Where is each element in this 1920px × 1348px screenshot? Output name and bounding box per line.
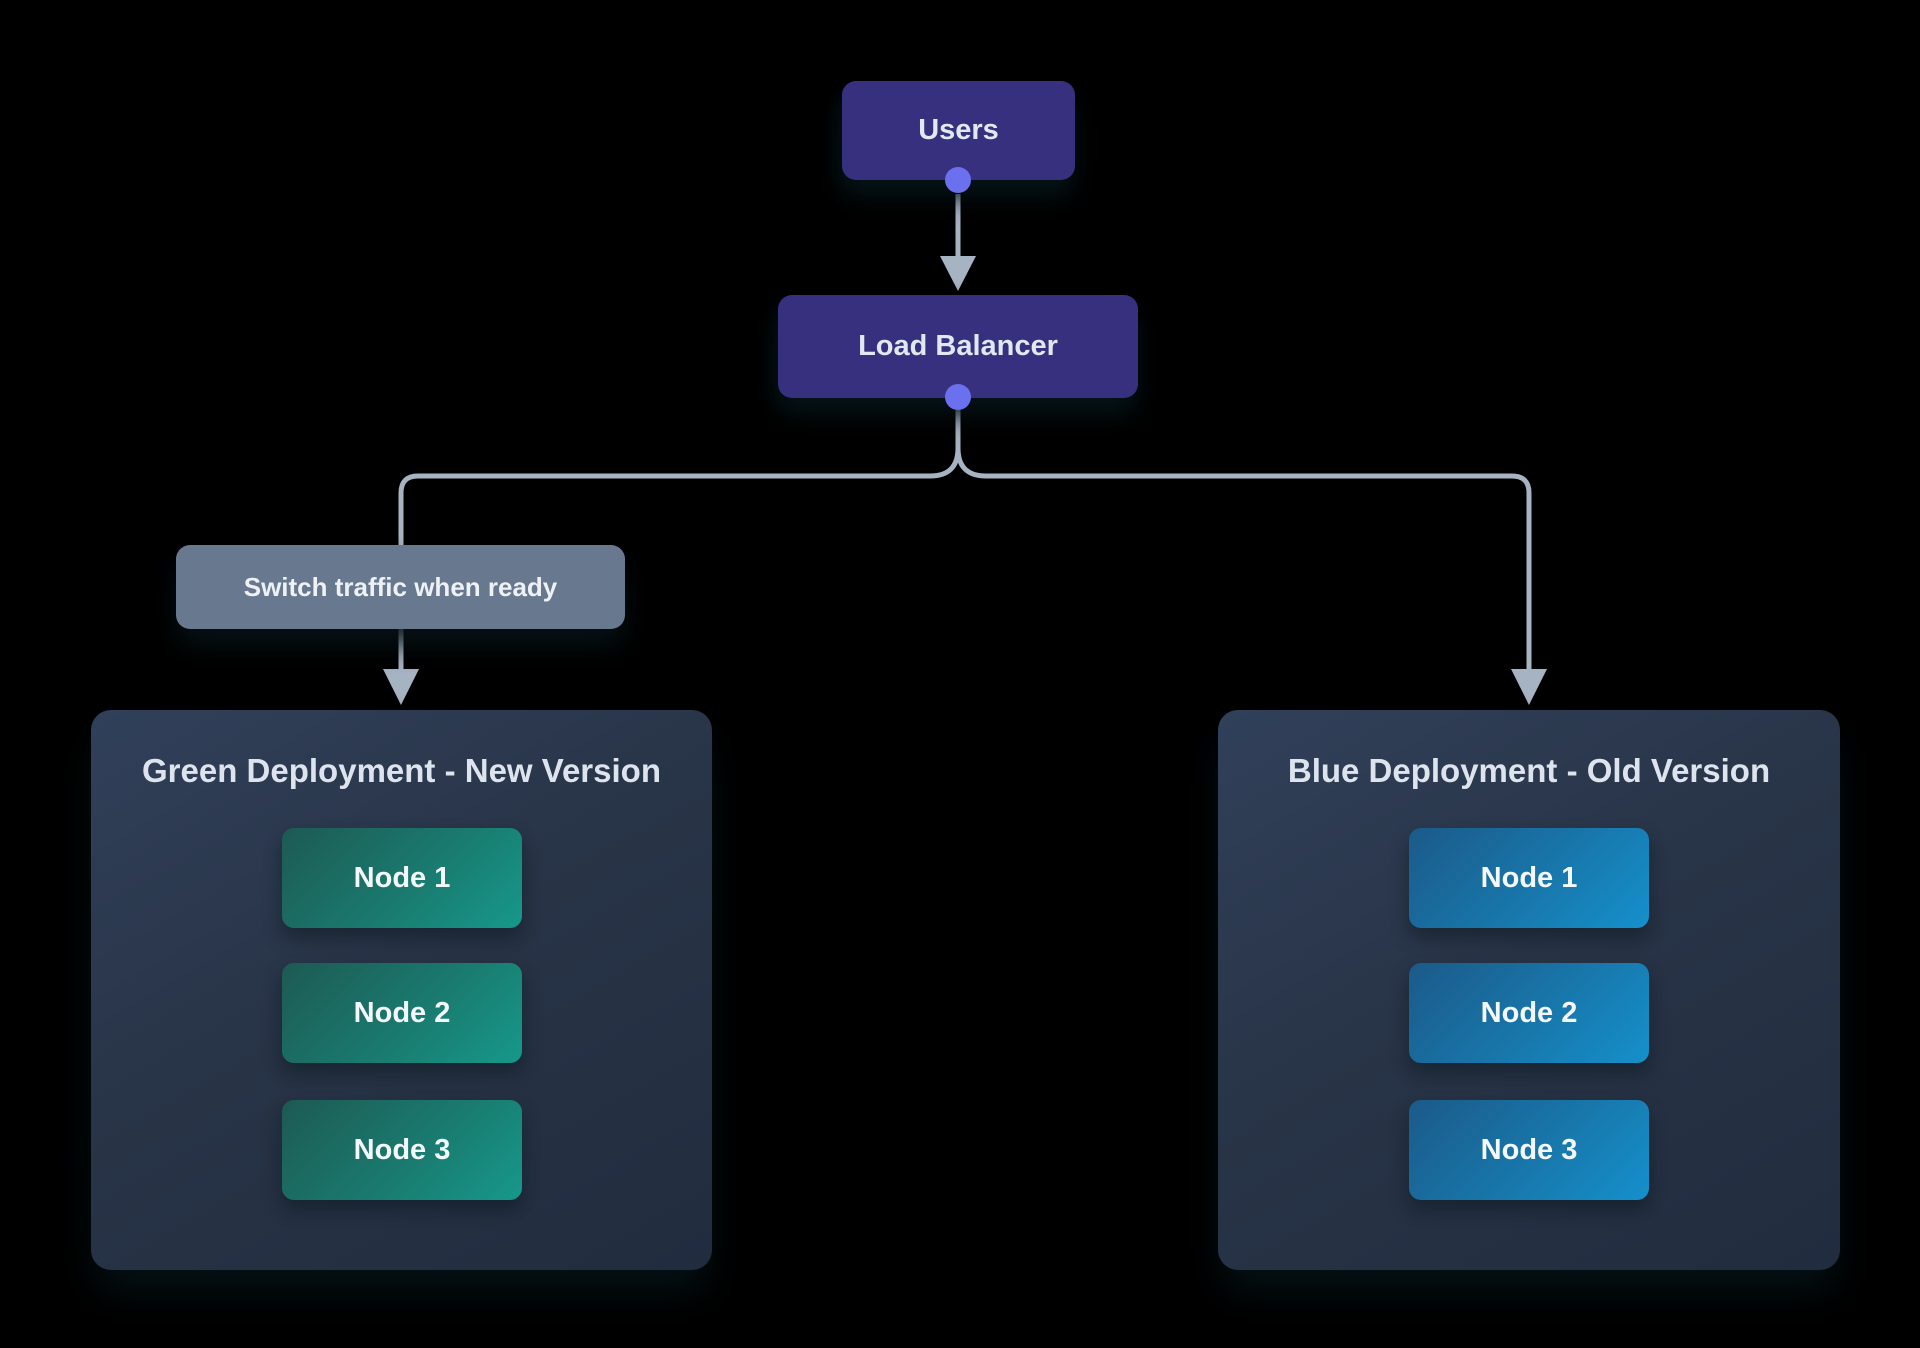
blue-node-1-label: Node 1	[1480, 861, 1578, 894]
users-node: Users	[842, 81, 1075, 180]
arrowhead-green-deployment	[383, 669, 419, 705]
load-balancer-connector-dot	[945, 384, 971, 410]
blue-node-2-label: Node 2	[1480, 996, 1578, 1029]
blue-node-3-label: Node 3	[1480, 1133, 1578, 1166]
arrowhead-loadbalancer	[940, 256, 976, 291]
blue-node-3: Node 3	[1409, 1100, 1649, 1200]
green-node-1: Node 1	[282, 828, 522, 928]
green-node-2-label: Node 2	[353, 996, 451, 1029]
edge-loadbalancer-to-green	[398, 410, 961, 671]
blue-deployment-container: Blue Deployment - Old Version Node 1 Nod…	[1218, 710, 1840, 1270]
green-node-3: Node 3	[282, 1100, 522, 1200]
users-label: Users	[918, 114, 999, 146]
switch-traffic-note: Switch traffic when ready	[176, 545, 625, 629]
green-node-3-label: Node 3	[353, 1133, 451, 1166]
blue-deployment-title: Blue Deployment - Old Version	[1287, 752, 1771, 789]
green-node-2: Node 2	[282, 963, 522, 1063]
green-deployment-title: Green Deployment - New Version	[142, 752, 661, 789]
green-deployment-container: Green Deployment - New Version Node 1 No…	[91, 710, 712, 1270]
users-connector-dot	[945, 167, 971, 193]
blue-node-2: Node 2	[1409, 963, 1649, 1063]
arrowhead-blue-deployment	[1511, 669, 1547, 705]
edge-loadbalancer-to-blue	[955, 410, 1532, 671]
green-node-1-label: Node 1	[353, 861, 451, 894]
load-balancer-node: Load Balancer	[778, 295, 1138, 398]
load-balancer-label: Load Balancer	[858, 330, 1058, 362]
switch-traffic-label: Switch traffic when ready	[243, 571, 558, 602]
blue-node-1: Node 1	[1409, 828, 1649, 928]
